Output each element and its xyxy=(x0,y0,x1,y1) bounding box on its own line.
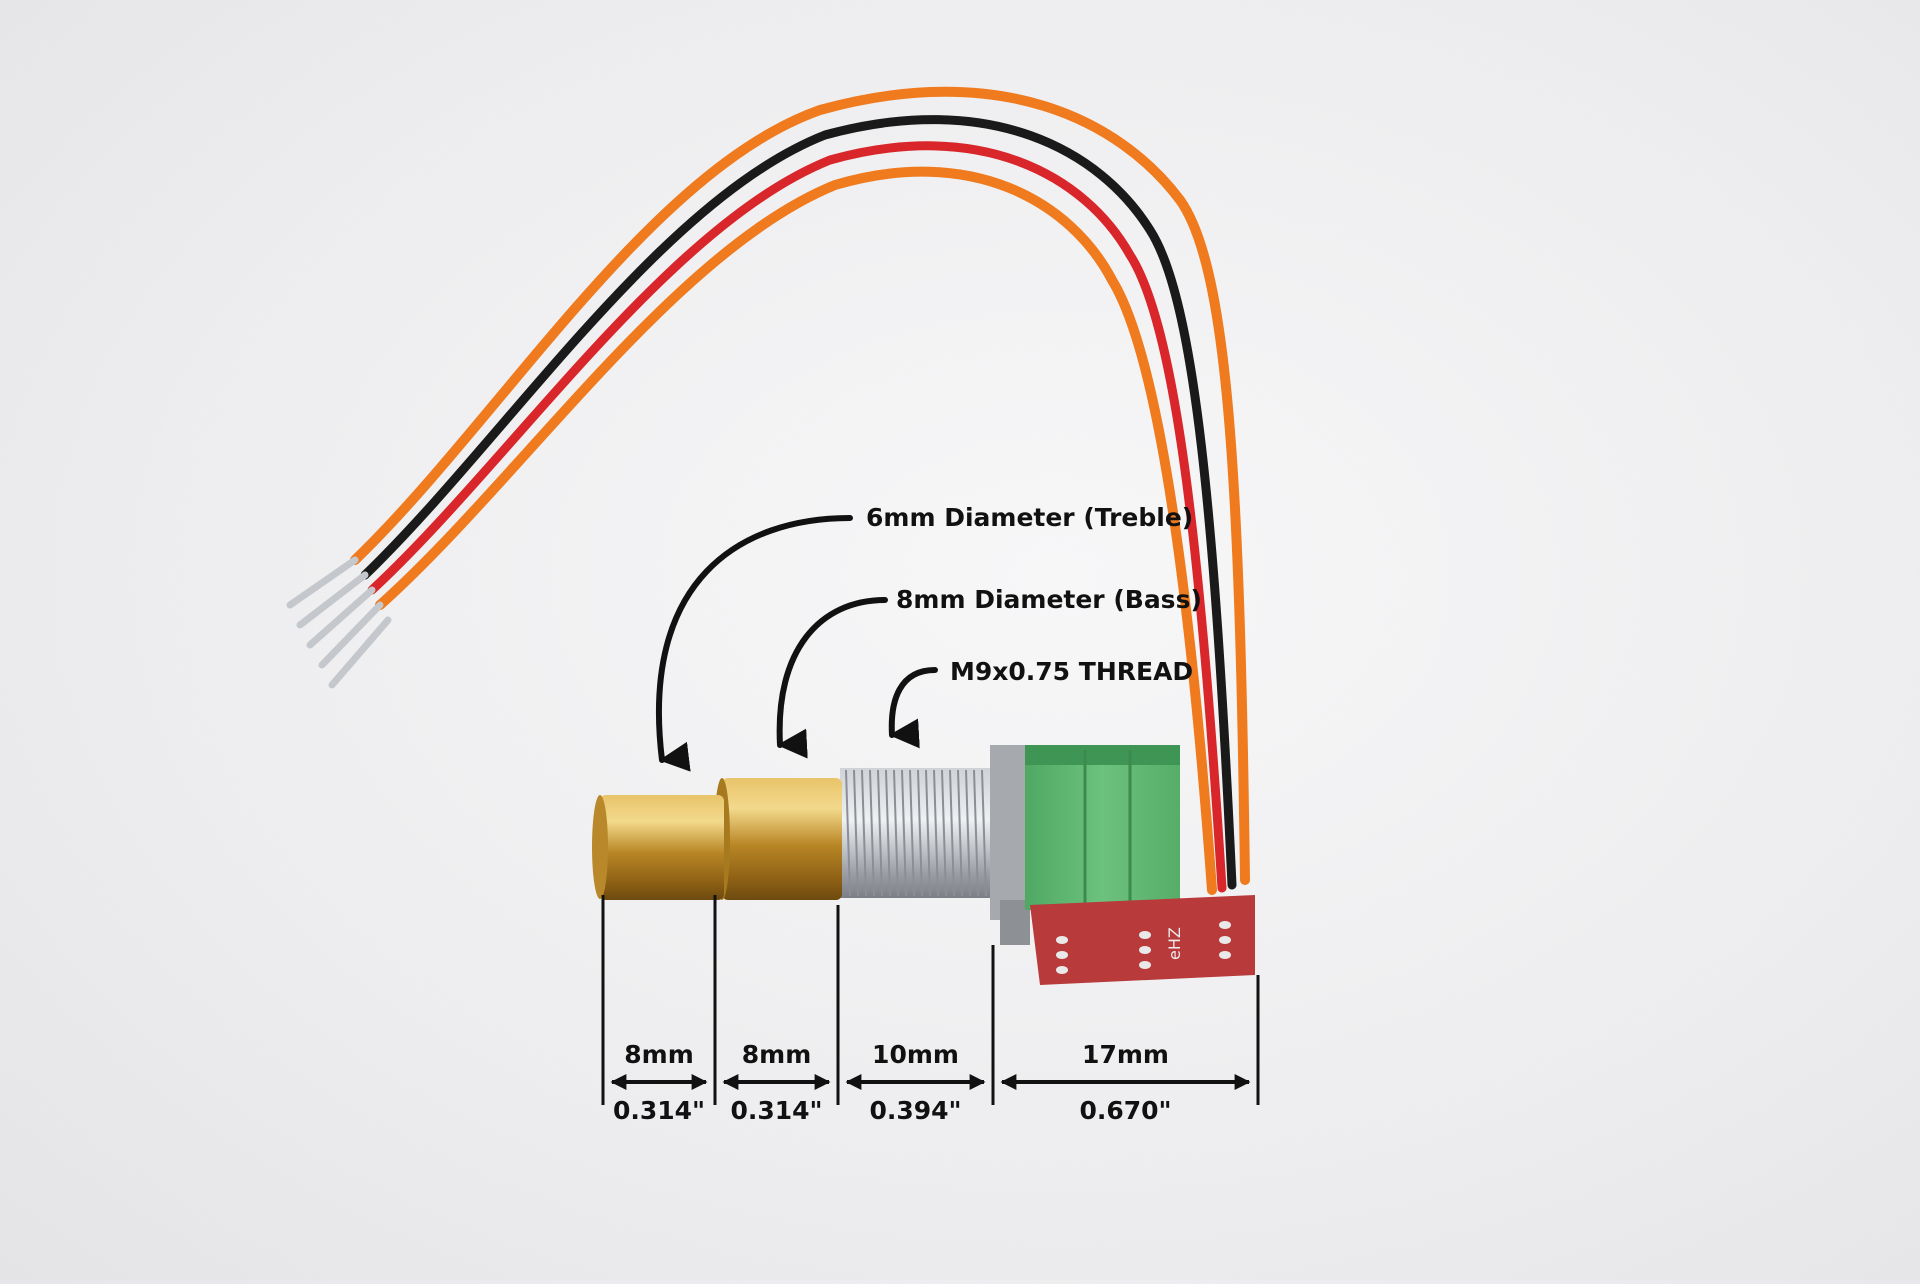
bass-arrow xyxy=(776,597,888,759)
thread-ridge xyxy=(957,769,963,897)
dimension-guides xyxy=(601,895,1260,1105)
thread-ridge xyxy=(909,769,915,897)
thread-ridge xyxy=(965,769,971,897)
callout-arrows xyxy=(655,515,938,772)
thread-ridge xyxy=(917,769,923,897)
wire-black xyxy=(360,115,1237,890)
thread-ridge xyxy=(893,769,899,897)
dimension-mm-bass: 8mm xyxy=(741,1040,812,1069)
thread-ridge xyxy=(925,769,931,897)
treble-diameter-label: 6mm Diameter (Treble) xyxy=(866,503,1194,532)
dimension-inch-thread: 0.394" xyxy=(869,1096,962,1125)
thread-ridge xyxy=(949,769,955,897)
thread-ridge xyxy=(845,769,851,897)
thread-ridge xyxy=(941,769,947,897)
thread-ridge xyxy=(981,769,987,897)
threaded-bushing xyxy=(840,768,990,898)
thread-label: M9x0.75 THREAD xyxy=(950,657,1194,686)
bass-shaft xyxy=(714,778,842,900)
treble-arrow xyxy=(655,515,853,772)
wire-harness xyxy=(350,86,1250,895)
treble-shaft xyxy=(592,795,724,900)
pot-body xyxy=(1025,745,1180,910)
tinned-wire-ends xyxy=(286,556,392,689)
thread-ridge xyxy=(861,769,867,897)
thread-ridge xyxy=(933,769,939,897)
thread-ridge xyxy=(853,769,859,897)
dimension-mm-body: 17mm xyxy=(1082,1040,1169,1069)
thread-arrow xyxy=(888,667,938,749)
wire-orange-inner xyxy=(375,166,1217,895)
thread-ridge xyxy=(901,769,907,897)
dimension-inch-bass: 0.314" xyxy=(730,1096,823,1125)
dimension-inch-treble: 0.314" xyxy=(612,1096,706,1125)
dimension-mm-thread: 10mm xyxy=(872,1040,959,1069)
pot-frame xyxy=(990,745,1030,945)
thread-ridge xyxy=(973,769,979,897)
pcb-marking: eHZ xyxy=(1165,927,1184,960)
bass-diameter-label: 8mm Diameter (Bass) xyxy=(896,585,1202,614)
thread-ridge xyxy=(877,769,883,897)
wire-orange-outer xyxy=(350,86,1250,885)
thread-ridge xyxy=(885,769,891,897)
pcb-board: eHZ xyxy=(1030,895,1255,985)
thread-ridge xyxy=(869,769,875,897)
dimension-inch-body: 0.670" xyxy=(1079,1096,1172,1125)
dimension-mm-treble: 8mm xyxy=(624,1040,694,1069)
wire-red xyxy=(367,141,1227,893)
